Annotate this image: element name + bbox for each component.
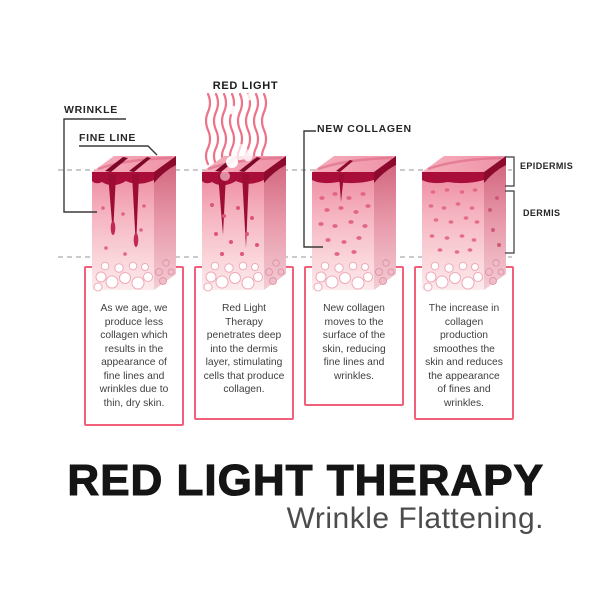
new-collagen-label: NEW COLLAGEN — [317, 123, 412, 135]
step-2-text: Red Light Therapy penetrates deep into t… — [203, 303, 285, 396]
step-box-3: New collagen moves to the surface of the… — [304, 266, 404, 406]
dashed-guide-lines — [58, 169, 512, 258]
new-collagen-connector-line — [303, 130, 323, 248]
step-4-text: The increase in collagen production smoo… — [425, 303, 503, 410]
dermis-label: DERMIS — [523, 208, 561, 218]
fine-line-label: FINE LINE — [79, 132, 137, 144]
epidermis-dermis-bracket — [505, 156, 515, 254]
step-box-4: The increase in collagen production smoo… — [414, 266, 514, 420]
step-3-text: New collagen moves to the surface of the… — [322, 303, 386, 382]
step-box-2: Red Light Therapy penetrates deep into t… — [194, 266, 294, 420]
page-subtitle: Wrinkle Flattening. — [286, 502, 544, 535]
step-1-text: As we age, we produce less collagen whic… — [99, 303, 169, 410]
red-light-label: RED LIGHT — [212, 80, 279, 92]
page-title: RED LIGHT THERAPY — [67, 455, 544, 505]
red-light-waves-icon — [204, 92, 268, 166]
wrinkle-label: WRINKLE — [64, 104, 118, 116]
step-box-1: As we age, we produce less collagen whic… — [84, 266, 184, 426]
fine-line-connector-line — [79, 145, 158, 156]
red-light-glow-icon — [220, 144, 253, 181]
epidermis-label: EPIDERMIS — [520, 161, 574, 171]
